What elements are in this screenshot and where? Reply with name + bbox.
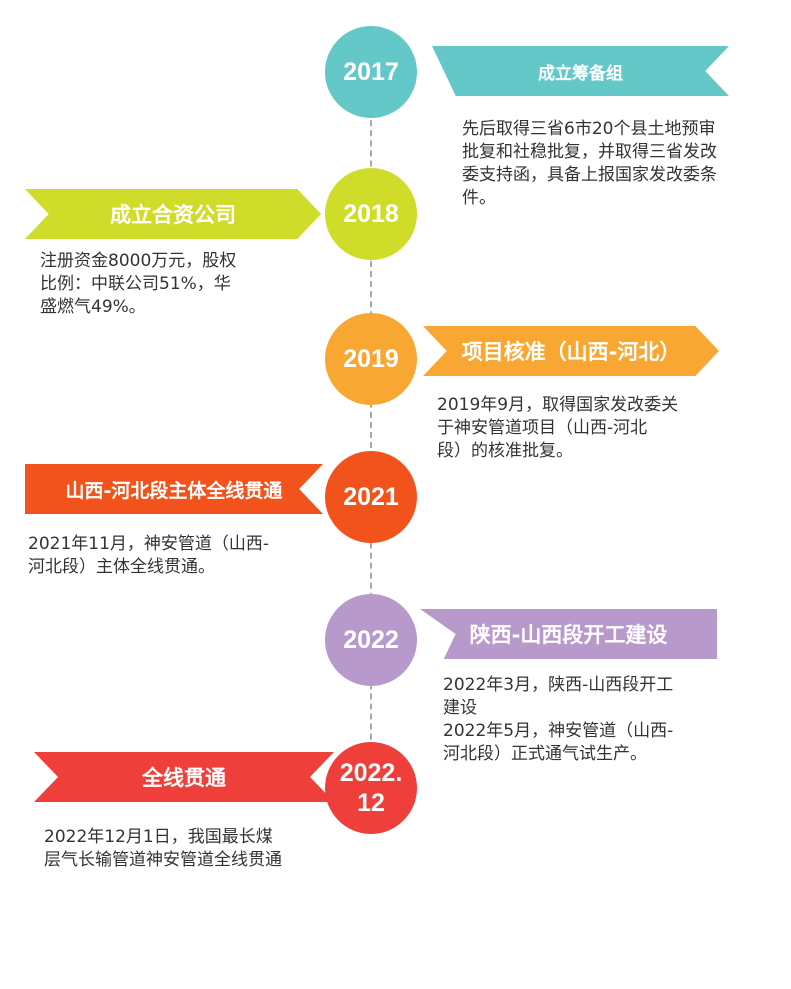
event-title: 成立筹备组 [538,63,623,84]
desc-line: 批复和社稳批复，并取得三省发改 [462,142,717,162]
event-title: 全线贯通 [142,766,226,790]
desc-line: 2021年11月，神安管道（山西- [28,534,270,554]
year-label: 2022 [343,626,399,654]
event-title: 项目核准（山西-河北） [461,340,681,364]
desc-line: 件。 [462,188,496,208]
desc-line: 河北段）主体全线贯通。 [28,557,215,577]
event-title: 山西-河北段主体全线贯通 [65,479,283,502]
year-label: 2021 [343,483,399,511]
year-circle-2022-12: 2022. 12 [325,742,417,834]
desc-line: 盛燃气49%。 [40,297,146,317]
year-circle-2019: 2019 [325,313,417,405]
year-label: 2022. 12 [339,759,403,817]
event-title: 成立合资公司 [110,203,236,227]
desc-line: 委支持函，具备上报国家发改委条 [462,165,717,185]
event-banner-2017: 成立筹备组 [432,46,729,96]
desc-line: 比例：中联公司51%，华 [40,274,231,294]
event-banner-2019: 项目核准（山西-河北） [423,326,719,376]
event-desc-2019: 2019年9月，取得国家发改委关 于神安管道项目（山西-河北 段）的核准批复。 [437,394,678,463]
event-desc-2017: 先后取得三省6市20个县土地预审 批复和社稳批复，并取得三省发改 委支持函，具备… [462,118,717,210]
year-circle-2017: 2017 [325,26,417,118]
desc-line: 2019年9月，取得国家发改委关 [437,395,679,415]
event-desc-2021: 2021年11月，神安管道（山西- 河北段）主体全线贯通。 [28,533,269,579]
event-desc-2018: 注册资金8000万元，股权 比例：中联公司51%，华 盛燃气49%。 [40,250,236,319]
year-circle-2021: 2021 [325,451,417,543]
desc-line: 2022年12月1日，我国最长煤 [44,827,273,847]
desc-line: 于神安管道项目（山西-河北 [437,418,648,438]
desc-line: 先后取得三省6市20个县土地预审 [462,119,716,139]
desc-line: 2022年5月，神安管道（山西- [443,721,674,741]
desc-line: 层气长输管道神安管道全线贯通 [44,850,282,870]
event-banner-2021: 山西-河北段主体全线贯通 [25,464,323,514]
event-desc-2022: 2022年3月，陕西-山西段开工 建设 2022年5月，神安管道（山西- 河北段… [443,674,673,766]
year-label: 2018 [343,200,399,228]
year-circle-2022: 2022 [325,594,417,686]
desc-line: 段）的核准批复。 [437,441,573,461]
event-desc-2022-12: 2022年12月1日，我国最长煤 层气长输管道神安管道全线贯通 [44,826,282,872]
year-circle-2018: 2018 [325,168,417,260]
desc-line: 2022年3月，陕西-山西段开工 [443,675,674,695]
event-banner-2022: 陕西-山西段开工建设 [420,609,717,659]
event-banner-2018: 成立合资公司 [25,189,321,239]
desc-line: 注册资金8000万元，股权 [40,251,237,271]
year-label: 2017 [343,58,399,86]
desc-line: 河北段）正式通气试生产。 [443,744,647,764]
desc-line: 建设 [443,698,477,718]
year-label: 2019 [343,345,399,373]
event-banner-2022-12: 全线贯通 [34,752,334,802]
event-title: 陕西-山西段开工建设 [469,623,668,647]
timeline-axis [370,80,372,810]
